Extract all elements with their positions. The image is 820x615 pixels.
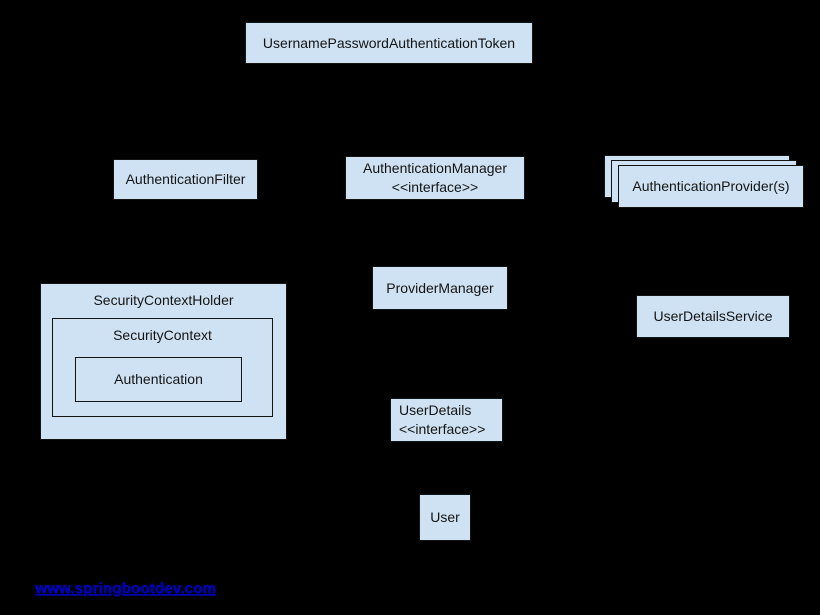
footer-link[interactable]: www.springbootdev.com (35, 580, 216, 597)
node-label: AuthenticationManager (363, 160, 507, 176)
node-label: User (430, 509, 460, 525)
node-label: SecurityContextHolder (93, 292, 234, 308)
node-authentication-manager: AuthenticationManager <<interface>> (345, 156, 525, 200)
stereotype-label: <<interface>> (391, 179, 479, 195)
node-user: User (419, 494, 471, 541)
node-user-details: UserDetails <<interface>> (390, 398, 503, 442)
node-authentication-filter: AuthenticationFilter (113, 159, 258, 200)
node-label: UserDetails (399, 402, 472, 418)
node-authentication-providers: AuthenticationProvider(s) (618, 165, 804, 208)
node-provider-manager: ProviderManager (372, 266, 508, 310)
node-label: Authentication (114, 371, 203, 387)
node-security-context: SecurityContext Authentication (52, 318, 273, 417)
node-username-password-authentication-token: UsernamePasswordAuthenticationToken (245, 22, 533, 64)
node-security-context-holder: SecurityContextHolder SecurityContext Au… (40, 283, 287, 440)
node-authentication: Authentication (75, 357, 242, 402)
node-label: ProviderManager (386, 279, 494, 296)
node-label: UsernamePasswordAuthenticationToken (262, 34, 516, 51)
node-label: SecurityContext (113, 327, 212, 343)
node-label: AuthenticationProvider(s) (632, 178, 790, 194)
node-user-details-service: UserDetailsService (636, 295, 790, 338)
node-label: UserDetailsService (653, 308, 773, 324)
node-label: AuthenticationFilter (125, 171, 246, 187)
stereotype-label: <<interface>> (399, 421, 486, 437)
